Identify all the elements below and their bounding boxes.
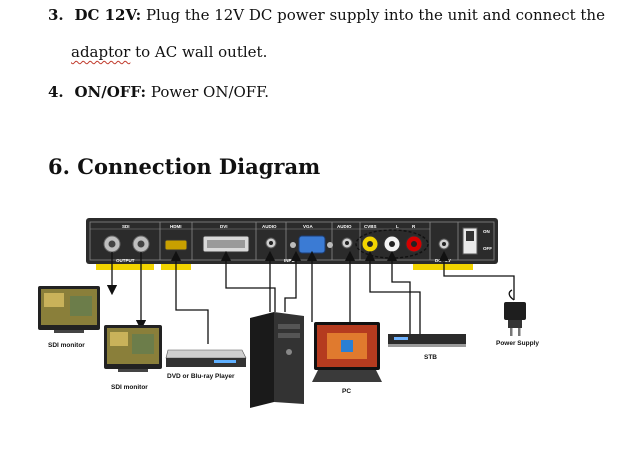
item-4-number: 4. [48,83,64,101]
dc-power-jack [438,238,450,250]
panel-label-vga: VGA [303,224,314,229]
panel-label-hdmi: HDMI [170,224,182,229]
dvd-player [165,349,247,367]
hdmi-port [164,239,188,251]
label-sdi-monitor-2: SDI monitor [111,384,148,391]
power-highlight [413,264,473,270]
panel-label-r: R [412,224,416,229]
rca-connectors [355,229,429,259]
panel-label-off: OFF [483,246,492,251]
dvi-port [202,235,250,253]
panel-label-audio-1: AUDIO [262,224,277,229]
vga-port [290,235,333,254]
pc-monitor [312,322,382,382]
panel-label-output: OUTPUT [116,258,135,263]
item-3-number: 3. [48,6,64,24]
panel-label-audio-2: AUDIO [337,224,352,229]
label-sdi-monitor-1: SDI monitor [48,342,85,349]
label-dvd-player: DVD or Blu-ray Player [167,373,235,380]
audio-jack-2 [341,237,353,249]
sdi-monitor-2 [104,325,162,372]
set-top-box [388,334,466,347]
label-pc: PC [342,388,351,395]
power-adapter [504,289,526,336]
label-power-supply: Power Supply [496,340,539,347]
audio-jack-1 [265,237,277,249]
item-4-term: ON/OFF: [74,83,147,101]
item-3-line-2: adaptor to AC wall outlet. [71,43,267,61]
cables [106,250,515,344]
item-3-text: Plug the 12V DC power supply into the un… [145,6,605,24]
output-highlight [96,264,154,270]
panel-label-cvbs: CVBS [364,224,377,229]
panel-label-dvi: DVI [220,224,228,229]
panel-label-sdi: SDI [122,224,130,229]
item-4-text: Power ON/OFF. [150,83,270,101]
sdi-connectors [103,235,150,253]
panel-label-dc: DC 12V [435,258,451,263]
item-4-line: 4. ON/OFF: Power ON/OFF. [48,83,269,101]
power-switch [462,227,478,255]
label-stb: STB [424,354,437,361]
item-3-term: DC 12V: [74,6,142,24]
item-3-text-continued: to AC wall outlet. [130,43,268,61]
sdi-monitor-1 [38,286,100,333]
panel-label-l: L [396,224,399,229]
item-3-line-1: 3. DC 12V: Plug the 12V DC power supply … [48,6,605,24]
section-heading: 6. Connection Diagram [48,154,321,179]
spellcheck-flagged-word[interactable]: adaptor [71,43,131,61]
panel-label-on: ON [483,229,490,234]
pc-tower [250,312,304,408]
